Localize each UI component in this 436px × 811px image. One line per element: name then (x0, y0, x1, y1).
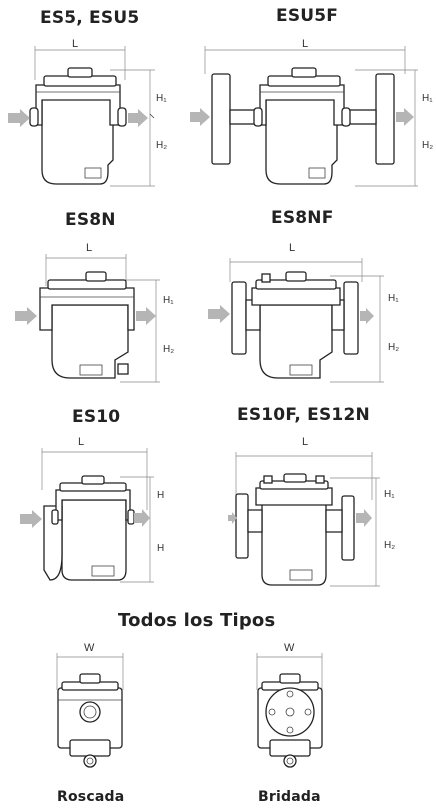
title-es5: ES5, ESU5 (40, 8, 140, 28)
drawing-bridada (256, 653, 323, 768)
title-esu5f: ESU5F (276, 6, 339, 26)
dim-h2-es5: H₂ (156, 140, 168, 151)
dim-h2-es8nf: H₂ (388, 342, 400, 353)
title-es8n: ES8N (65, 210, 116, 230)
dim-l-es10: L (78, 436, 85, 448)
label-bridada: Bridada (258, 789, 321, 805)
label-roscada: Roscada (57, 789, 125, 805)
dim-h2-es8n: H₂ (163, 344, 175, 355)
dim-l-esu5f: L (302, 38, 309, 50)
title-all-types: Todos los Tipos (118, 610, 276, 631)
title-es10f: ES10F, ES12N (237, 405, 370, 425)
dim-h2-es10f: H₂ (384, 540, 396, 551)
dim-h2-esu5f: H₂ (422, 140, 434, 151)
drawing-es8n (15, 254, 160, 383)
dim-w-roscada: W (84, 642, 95, 654)
title-es10: ES10 (72, 407, 121, 427)
dim-l-es8n: L (86, 242, 93, 254)
dim-w-bridada: W (284, 642, 295, 654)
drawing-es10f (228, 452, 380, 587)
drawing-es10 (20, 448, 154, 583)
dim-h1-es5: H₁ (156, 93, 167, 104)
dim-l-es10f: L (302, 436, 309, 448)
drawing-es8nf (208, 258, 384, 383)
dim-h1-es8n: H₁ (163, 295, 174, 306)
dim-l-es5: L (72, 38, 79, 50)
dim-h2-es10: H (157, 543, 165, 554)
drawing-roscada (56, 653, 124, 768)
dim-l-es8nf: L (289, 242, 296, 254)
drawing-esu5f (190, 46, 418, 187)
title-es8nf: ES8NF (271, 208, 334, 228)
dim-h1-esu5f: H₁ (422, 93, 433, 104)
drawing-es5 (8, 46, 155, 187)
dim-h1-es8nf: H₁ (388, 293, 399, 304)
dim-h1-es10f: H₁ (384, 489, 395, 500)
dim-h1-es10: H (157, 490, 165, 501)
